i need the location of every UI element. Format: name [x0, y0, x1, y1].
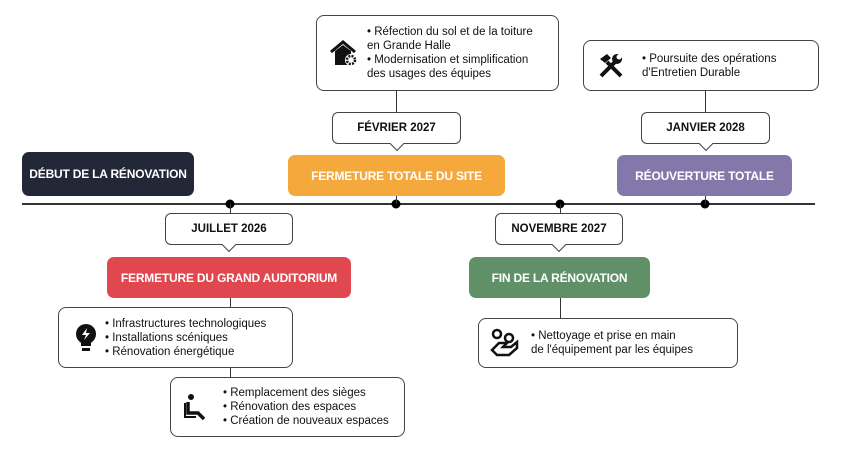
info-line: • Création de nouveaux espaces	[223, 415, 389, 427]
connector	[230, 298, 231, 307]
hand-people-icon	[487, 328, 521, 358]
phase-fermeture-auditorium: FERMETURE DU GRAND AUDITORIUM	[107, 257, 351, 298]
date-text: FÉVRIER 2027	[357, 122, 436, 134]
timeline-dot-janvier-2028	[700, 199, 710, 209]
connector	[396, 196, 397, 204]
house-gear-icon	[327, 39, 361, 67]
seat-person-icon	[179, 393, 213, 421]
info-box-auditorium-1: • Infrastructures technologiques • Insta…	[58, 307, 293, 368]
info-line: • Modernisation et simplification	[367, 54, 529, 66]
info-line: • Remplacement des sièges	[223, 387, 366, 399]
connector	[230, 204, 231, 213]
info-line: de l'équipement par les équipes	[531, 344, 694, 356]
date-label-janvier-2028: JANVIER 2028	[641, 112, 770, 152]
connector	[560, 204, 561, 213]
info-line: • Rénovation des espaces	[223, 401, 357, 413]
connector	[396, 91, 397, 112]
date-text: JANVIER 2028	[666, 122, 745, 134]
timeline-axis	[22, 203, 815, 205]
tools-icon	[594, 52, 628, 80]
info-line: • Rénovation énergétique	[105, 345, 235, 358]
date-label-fevrier-2027: FÉVRIER 2027	[332, 112, 461, 152]
date-text: NOVEMBRE 2027	[511, 223, 607, 235]
info-line: d'Entretien Durable	[642, 66, 741, 79]
phase-fermeture-totale: FERMETURE TOTALE DU SITE	[288, 155, 505, 196]
info-box-fin: • Nettoyage et prise en main de l'équipe…	[478, 318, 738, 368]
info-line: • Nettoyage et prise en main	[531, 330, 676, 342]
info-box-auditorium-2: • Remplacement des sièges • Rénovation d…	[170, 377, 405, 437]
info-box-fermeture-totale: • Réfection du sol et de la toiture en G…	[316, 15, 559, 91]
info-line: • Poursuite des opérations	[642, 52, 777, 65]
connector	[705, 196, 706, 204]
info-line: • Installations scéniques	[105, 331, 228, 344]
info-line: en Grande Halle	[367, 40, 451, 52]
info-box-reouverture: • Poursuite des opérations d'Entretien D…	[583, 40, 819, 91]
info-line: • Réfection du sol et de la toiture	[367, 26, 533, 38]
phase-label: FERMETURE DU GRAND AUDITORIUM	[120, 270, 338, 285]
connector	[560, 298, 561, 318]
phase-label: DÉBUT DE LA RÉNOVATION	[29, 167, 187, 181]
connector	[705, 91, 706, 112]
phase-label: FIN DE LA RÉNOVATION	[491, 270, 628, 285]
info-line: • Infrastructures technologiques	[105, 317, 267, 330]
date-text: JUILLET 2026	[191, 223, 267, 235]
lightbulb-bolt-icon	[69, 323, 103, 353]
date-label-novembre-2027: NOVEMBRE 2027	[495, 213, 623, 253]
phase-label: FERMETURE TOTALE DU SITE	[311, 168, 482, 183]
phase-label: RÉOUVERTURE TOTALE	[635, 168, 774, 183]
phase-fin-renovation: FIN DE LA RÉNOVATION	[469, 257, 650, 298]
info-line: des usages des équipes	[367, 68, 492, 80]
phase-debut-renovation: DÉBUT DE LA RÉNOVATION	[22, 152, 194, 196]
timeline-dot-fevrier-2027	[391, 199, 401, 209]
connector	[230, 368, 231, 377]
phase-reouverture-totale: RÉOUVERTURE TOTALE	[617, 155, 792, 196]
date-label-juillet-2026: JUILLET 2026	[165, 213, 293, 253]
